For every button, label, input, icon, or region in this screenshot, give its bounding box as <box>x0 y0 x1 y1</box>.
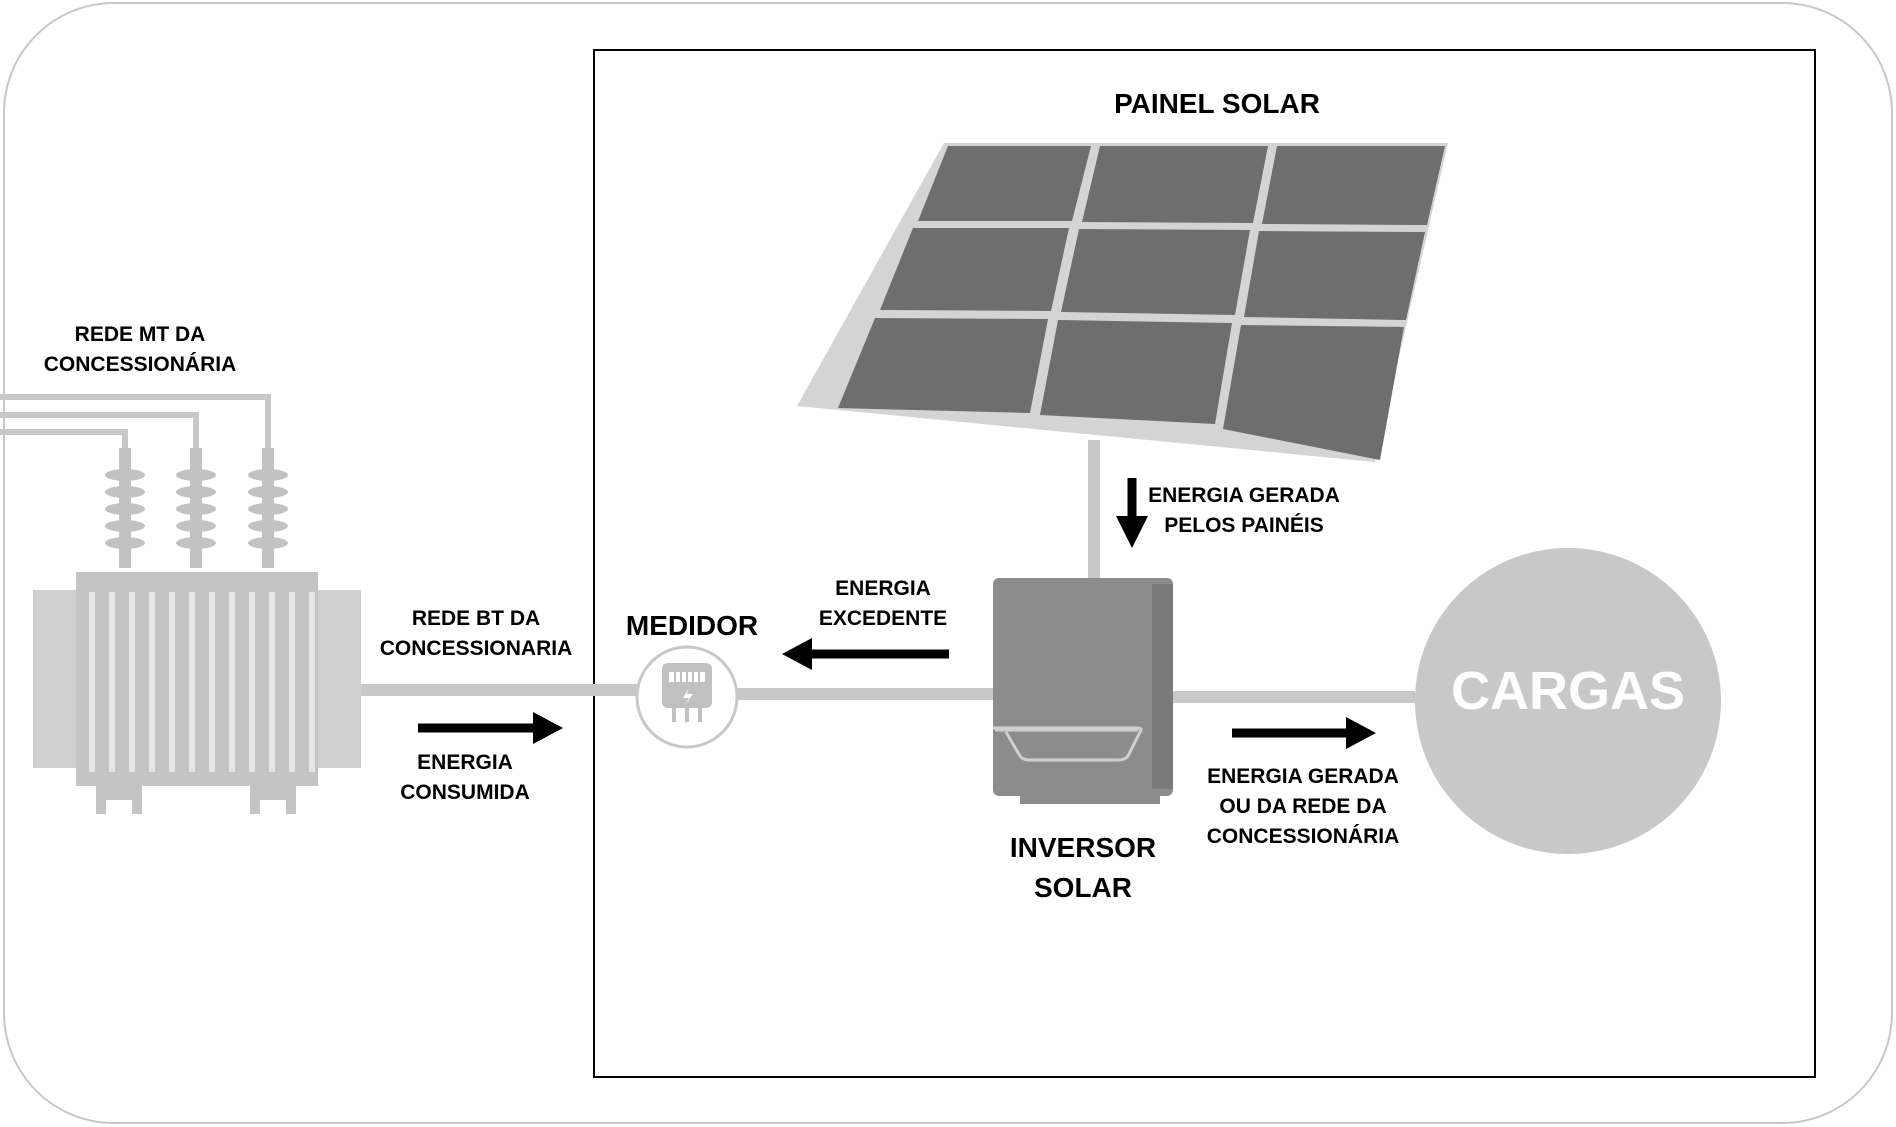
label-medidor: MEDIDOR <box>625 610 759 641</box>
label-energia-gerada-paineis: ENERGIA GERADA PELOS PAINÉIS <box>1148 484 1340 537</box>
arrow-right-energia-cargas <box>1232 717 1376 749</box>
label-rede-bt: REDE BT DA CONCESSIONARIA <box>379 607 573 660</box>
label-inversor-solar: INVERSOR SOLAR <box>1009 832 1157 903</box>
label-rede-mt: REDE MT DA CONCESSIONÁRIA <box>43 323 237 376</box>
label-energia-gerada-rede: ENERGIA GERADA OU DA REDE DA CONCESSIONÁ… <box>1206 765 1400 848</box>
outer-frame <box>3 2 1893 1124</box>
consumer-boundary-box <box>593 49 1816 1078</box>
mt-lines <box>0 394 271 455</box>
label-cargas: CARGAS <box>1450 661 1685 721</box>
cargas-circle <box>1415 548 1721 854</box>
arrow-right-energia-consumida <box>418 712 563 744</box>
inverter-icon <box>993 578 1173 804</box>
arrow-left-energia-excedente <box>782 638 949 670</box>
solar-panel-icon <box>797 143 1448 462</box>
meter-icon <box>635 645 739 749</box>
arrow-down-energia-gerada <box>1116 478 1148 548</box>
label-energia-excedente: ENERGIA EXCEDENTE <box>818 577 948 630</box>
label-painel-solar: PAINEL SOLAR <box>1114 88 1320 119</box>
label-energia-consumida: ENERGIA CONSUMIDA <box>400 751 530 804</box>
transformer-icon <box>33 448 361 814</box>
